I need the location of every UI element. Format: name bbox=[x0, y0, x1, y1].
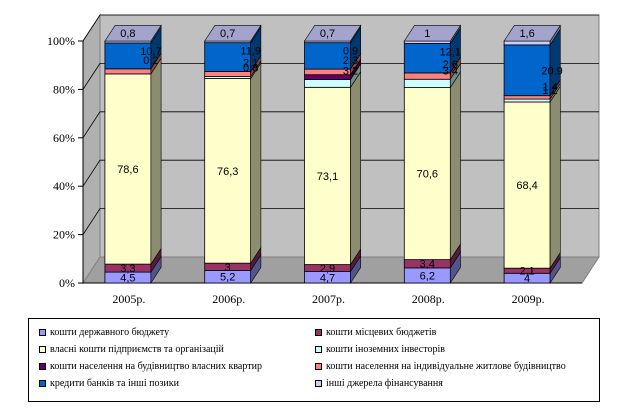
data-label: 10,7 bbox=[140, 46, 161, 58]
data-label: 4,5 bbox=[120, 273, 135, 285]
bar-top bbox=[503, 25, 561, 42]
bar-top bbox=[303, 25, 362, 42]
legend-item: кошти державного бюджету bbox=[39, 327, 169, 339]
legend-label: кошти іноземних інвесторів bbox=[326, 344, 445, 355]
legend-label: кредити банків та інші позики bbox=[50, 378, 179, 389]
data-label: 0,9 bbox=[343, 46, 358, 58]
bar-segment bbox=[503, 40, 551, 46]
data-label: 4 bbox=[524, 273, 530, 285]
data-label: 5,2 bbox=[220, 272, 235, 284]
data-label: 2,6 bbox=[443, 59, 458, 71]
bar-segment bbox=[403, 78, 451, 88]
legend-swatch bbox=[315, 380, 322, 387]
legend-label: власні кошти підприємств та організацій bbox=[50, 344, 224, 355]
data-label: 78,6 bbox=[117, 164, 138, 176]
legend-swatch bbox=[315, 329, 322, 336]
x-tick-label: 2008р. bbox=[412, 292, 445, 306]
x-tick-label: 2009р. bbox=[512, 292, 545, 306]
data-label: 76,3 bbox=[217, 166, 238, 178]
legend-item: власні кошти підприємств та організацій bbox=[39, 344, 224, 356]
legend-swatch bbox=[39, 346, 46, 353]
data-label: 20,9 bbox=[541, 65, 562, 77]
data-label: 1,6 bbox=[519, 28, 534, 40]
legend-item: кошти населення на індивідуальне житлове… bbox=[315, 361, 566, 373]
data-label: 2,1 bbox=[243, 57, 258, 69]
legend-item: кошти місцевих бюджетів bbox=[315, 327, 436, 339]
legend-label: кошти населення на будівництво власних к… bbox=[50, 361, 262, 372]
data-label: 3,4 bbox=[443, 65, 458, 77]
data-label: 2,1 bbox=[519, 266, 534, 278]
y-tick-label: 20% bbox=[53, 228, 75, 242]
legend-label: інші джерела фінансування bbox=[326, 378, 443, 389]
legend-swatch bbox=[39, 363, 46, 370]
bar-segment-side bbox=[250, 61, 262, 265]
bar-top bbox=[204, 25, 262, 42]
bar-segment bbox=[403, 40, 451, 44]
data-label: 2,3 bbox=[343, 55, 358, 67]
data-label: 1 bbox=[424, 28, 430, 40]
bar-segment bbox=[304, 79, 351, 88]
legend-item: кошти іноземних інвесторів bbox=[315, 344, 445, 356]
y-tick-label: 100% bbox=[47, 34, 75, 48]
legend-swatch bbox=[315, 346, 322, 353]
bar-top bbox=[104, 25, 162, 42]
bar-segment-side bbox=[549, 85, 561, 270]
bar-segment-side bbox=[150, 57, 162, 266]
legend-label: кошти державного бюджету bbox=[50, 327, 170, 338]
data-label: 2,9 bbox=[320, 263, 335, 275]
chart-legend: кошти державного бюджету кошти місцевих б… bbox=[28, 318, 600, 402]
legend-label: кошти населення на індивідуальне житлове… bbox=[326, 361, 566, 372]
data-label: 68,4 bbox=[516, 180, 537, 192]
bar-segment bbox=[104, 73, 152, 265]
legend-swatch bbox=[315, 363, 322, 370]
y-tick-label: 80% bbox=[53, 82, 75, 96]
x-tick-label: 2007р. bbox=[312, 292, 345, 306]
side-wall bbox=[82, 13, 101, 285]
data-label: 3,4 bbox=[420, 259, 435, 271]
bar-segment-side bbox=[350, 70, 362, 266]
data-label: 73,1 bbox=[317, 171, 338, 183]
bar-segment bbox=[104, 42, 152, 70]
data-label: 4,7 bbox=[320, 272, 335, 284]
bar-segment bbox=[304, 86, 351, 265]
legend-item: кредити банків та інші позики bbox=[39, 378, 179, 390]
data-label: 0,8 bbox=[243, 63, 258, 75]
legend-swatch bbox=[39, 380, 46, 387]
data-label: 0,7 bbox=[220, 28, 235, 40]
stacked-bar-chart: 0%20%40%60%80%100%4,53,378,60,210,70,820… bbox=[47, 13, 600, 306]
data-label: 6,2 bbox=[420, 270, 435, 282]
data-label: 3 bbox=[225, 262, 231, 274]
data-label: 0,7 bbox=[320, 28, 335, 40]
data-label: 0,8 bbox=[120, 28, 135, 40]
y-tick-label: 60% bbox=[53, 131, 75, 145]
legend-label: кошти місцевих бюджетів bbox=[326, 327, 437, 338]
data-label: 1,2 bbox=[542, 85, 557, 97]
legend-item: кошти населення на будівництво власних к… bbox=[39, 361, 262, 373]
y-tick-label: 0% bbox=[59, 276, 75, 290]
bar-segment bbox=[204, 42, 252, 72]
bar-segment bbox=[503, 98, 551, 103]
gridline bbox=[82, 14, 599, 42]
legend-swatch bbox=[39, 329, 46, 336]
y-tick-label: 40% bbox=[53, 179, 75, 193]
bar-segment bbox=[104, 68, 152, 75]
x-tick-label: 2005р. bbox=[112, 292, 145, 306]
data-label: 3,2 bbox=[343, 66, 358, 78]
data-label: 3,3 bbox=[120, 263, 135, 275]
bar-segment bbox=[503, 101, 551, 269]
data-label: 1,4 bbox=[542, 82, 557, 94]
data-label: 11,9 bbox=[240, 46, 261, 58]
data-label: 12,1 bbox=[440, 46, 461, 58]
legend-item: інші джерела фінансування bbox=[315, 378, 443, 390]
bar-top bbox=[403, 25, 462, 42]
data-label: 0,2 bbox=[143, 55, 158, 67]
bar-segment-side bbox=[449, 70, 461, 261]
x-tick-label: 2006р. bbox=[212, 292, 245, 306]
data-label: 70,6 bbox=[417, 169, 438, 181]
